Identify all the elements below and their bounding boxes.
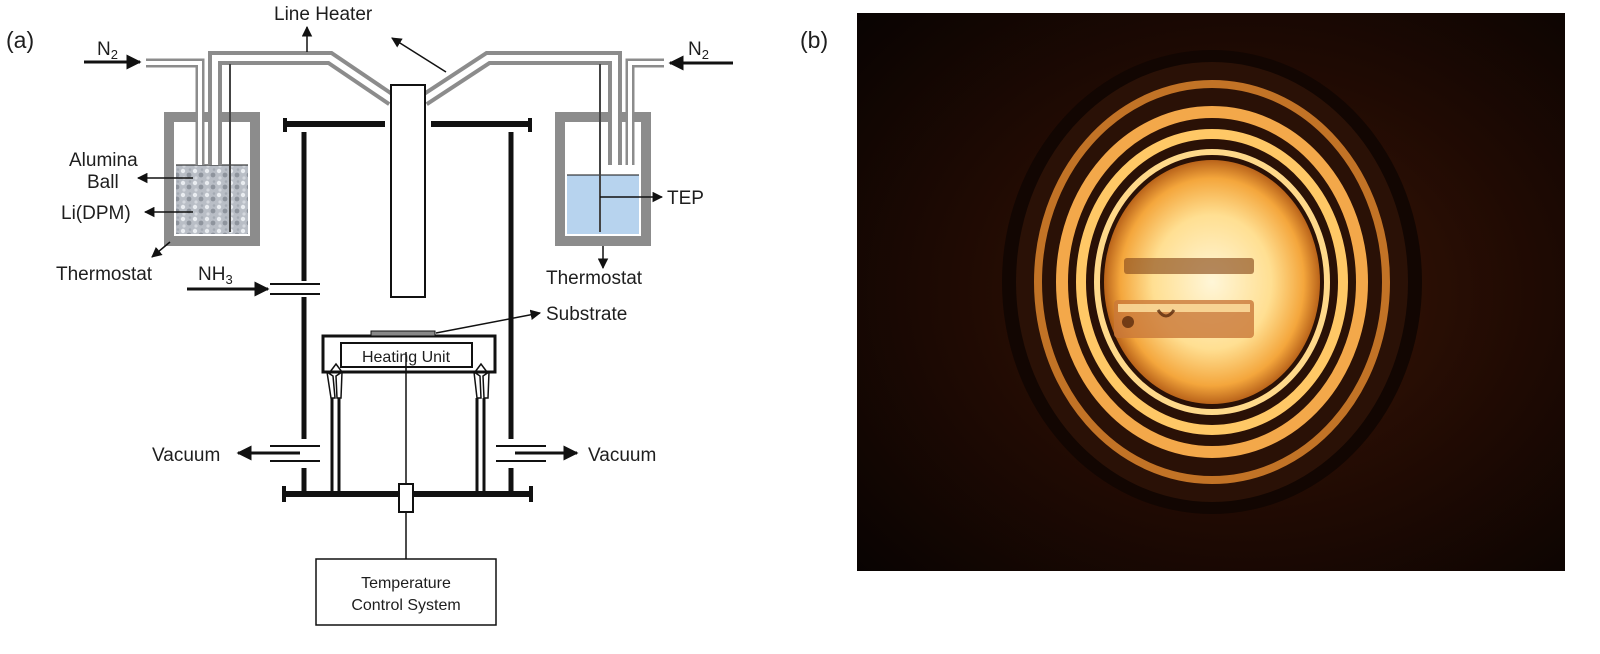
- alumina-ball-label-line2: Ball: [87, 172, 119, 193]
- labels: N2 N2 Line Heater Alumina Ball Li(DPM) T…: [56, 4, 709, 466]
- substrate-label: Substrate: [546, 304, 627, 325]
- temperature-control-box: Temperature Control System: [315, 558, 497, 626]
- vacuum-port-left: [236, 445, 320, 462]
- li-dpm-label: Li(DPM): [61, 203, 131, 224]
- heater-stage: [321, 330, 497, 559]
- vacuum-left-label: Vacuum: [152, 445, 220, 466]
- internal-stage: [1114, 258, 1254, 338]
- thermostat-right-label: Thermostat: [546, 268, 643, 289]
- panel-b-label: (b): [800, 27, 828, 53]
- vacuum-right-label: Vacuum: [588, 445, 656, 466]
- n2-left-label: N2: [97, 39, 118, 62]
- temperature-control-label-line2: Control System: [351, 597, 460, 614]
- thermostat-left-label: Thermostat: [56, 264, 153, 285]
- n2-right-label: N2: [688, 39, 709, 62]
- viewport-glow: [1104, 160, 1320, 404]
- right-thermostat-vessel: [555, 112, 651, 246]
- annotation-arrows: [84, 25, 733, 334]
- panel-b-photo: (b): [800, 13, 1565, 571]
- nh3-inlet-port: [187, 281, 320, 297]
- alumina-ball-bed: [176, 165, 248, 234]
- heating-unit-label: Heating Unit: [362, 349, 451, 366]
- injection-column: [390, 84, 426, 298]
- tep-liquid: [567, 175, 639, 234]
- gas-lines: [146, 51, 664, 232]
- panel-a-label: (a): [6, 27, 34, 53]
- line-heater-label: Line Heater: [274, 4, 373, 25]
- temperature-control-label-line1: Temperature: [361, 575, 451, 592]
- vacuum-port-right: [496, 445, 579, 462]
- panel-a-schematic: (a): [6, 4, 733, 626]
- heater-rings: [1034, 80, 1390, 484]
- alumina-ball-label-line1: Alumina: [69, 150, 138, 171]
- nh3-label: NH3: [198, 264, 233, 287]
- tep-label: TEP: [667, 188, 704, 209]
- substrate-plate: [370, 330, 436, 337]
